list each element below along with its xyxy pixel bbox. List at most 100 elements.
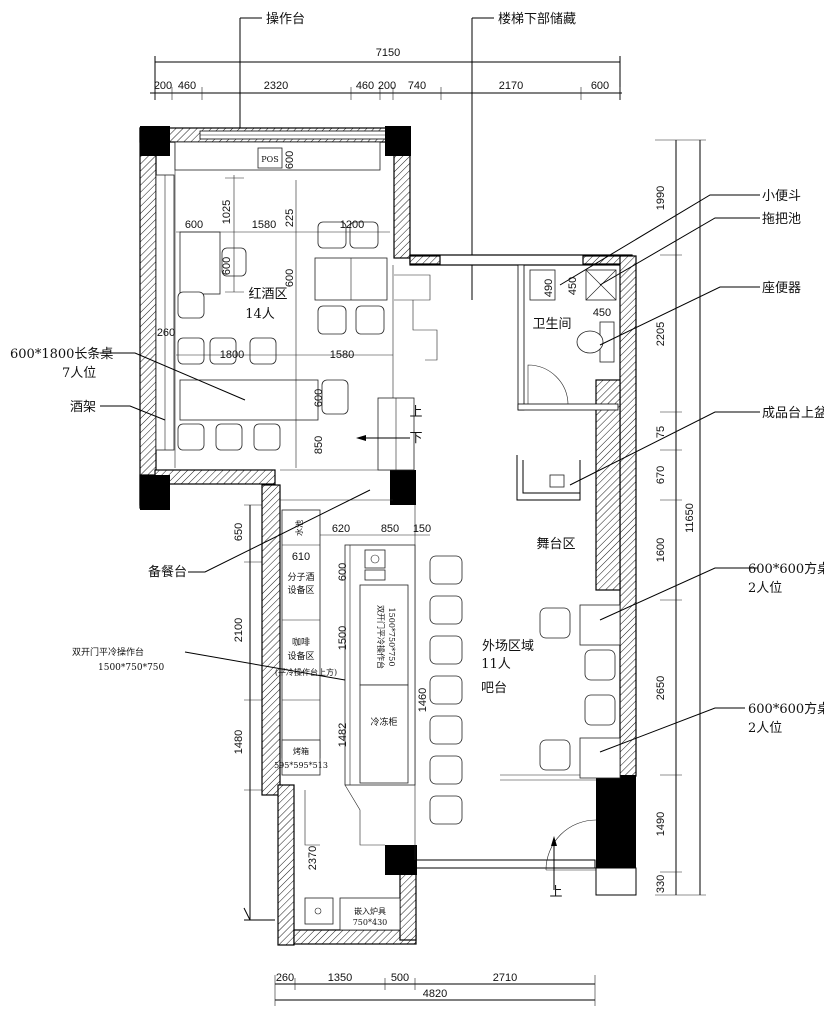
right-dimensions: 1990 2205 75 670 1600 2650 1490 330 1165… [655,139,706,896]
dim-inner: 610 [292,551,310,563]
room-bar: 吧台 [481,681,507,696]
long-table-label: 600*1800长条桌 [10,346,113,362]
dim-inner: 1580 [330,349,354,361]
dim-top-seg: 2320 [264,80,288,92]
oven-label: 595*595*513 [274,761,328,770]
square-table-label: 2人位 [748,581,782,596]
dim-left-seg: 1480 [233,730,245,754]
room-labels: 红酒区 14人 卫生间 舞台区 外场区域 11人 吧台 上 下 上 [245,286,575,900]
stair-up: 上 [409,405,422,420]
dim-bottom-seg: 260 [276,972,294,984]
top-dimensions: 7150 200 460 2320 460 200 740 2170 600 [150,47,622,100]
dim-inner: 850 [381,523,399,535]
dim-inner: 150 [413,523,431,535]
dim-bottom-seg: 1350 [328,972,352,984]
left-dimensions: 650 2100 1480 [233,504,275,921]
dim-left-seg: 2100 [233,618,245,642]
room-restroom: 卫生间 [532,317,571,332]
dim-inner: 850 [313,436,325,454]
under-stair-storage-label: 楼梯下部储藏 [498,12,576,27]
cooker-label: 750*430 [353,918,388,927]
coffee-label: (平冷操作台上方) [275,667,337,677]
square-table-label: 600*600方桌 [748,701,824,717]
dim-inner: 600 [221,257,233,275]
dim-right-seg: 1990 [655,186,667,210]
urinal-label: 小便斗 [762,189,801,204]
entry-up: 上 [549,885,562,900]
cooker-label: 嵌入炉具 [354,906,386,916]
dim-right-total: 11650 [684,503,696,533]
dim-right-seg: 2205 [655,322,667,346]
oven-label: 烤箱 [293,746,309,756]
equipment-labels: POS 水池 分子酒 设备区 咖啡 设备区 (平冷操作台上方) 双开门平冷操作台… [261,155,397,927]
dim-inner: 600 [284,269,296,287]
dim-top-seg: 460 [178,80,196,92]
dim-inner: 260 [157,327,175,339]
dim-top-seg: 460 [356,80,374,92]
sink-label: 水池 [294,520,304,536]
basin-label: 成品台上盆 [762,406,824,421]
table [179,231,221,295]
dim-top-seg: 740 [408,80,426,92]
coffee-label: 咖啡 [292,636,310,648]
freezer-label: 冷冻柜 [370,716,397,728]
console-label: 操作台 [266,11,305,27]
stair-down: 下 [409,431,422,446]
dim-inner: 1580 [252,219,276,231]
room-outdoor: 外场区域 [482,639,534,654]
bottom-dimensions: 260 1350 500 2710 4820 [274,972,596,1006]
toilet-label: 座便器 [762,281,801,296]
bar-furniture [429,555,621,825]
room-red-wine: 红酒区 [248,286,287,302]
dim-right-seg: 330 [655,875,667,893]
dim-inner: 1482 [337,723,349,747]
dim-inner: 1025 [221,200,233,224]
room-outdoor-capacity: 11人 [481,657,511,672]
room-red-wine-capacity: 14人 [245,307,275,322]
dim-top-seg: 2170 [499,80,523,92]
inner-dimensions: 1025 600 1580 225 1200 600 600 600 260 1… [157,151,611,870]
dim-inner: 600 [185,219,203,231]
dim-inner: 490 [543,279,555,297]
chair-group [177,221,385,451]
fridge-vert-label: 1500*750*750 [387,608,396,667]
molecular-label: 设备区 [287,584,314,596]
fridge-vert-label: 双开门平冷操作台 [376,605,386,669]
dim-inner: 450 [567,277,579,295]
dim-right-seg: 75 [655,426,667,438]
room-stage: 舞台区 [536,537,575,552]
dim-left-seg: 650 [233,523,245,541]
interior-lines [155,141,617,931]
fridge-station-label: 双开门平冷操作台 [72,646,144,658]
dim-right-seg: 670 [655,466,667,484]
dim-inner: 600 [313,389,325,407]
dim-right-seg: 1600 [655,538,667,562]
dim-top-seg: 600 [591,80,609,92]
dim-inner: 600 [284,151,296,169]
mop-sink-label: 拖把池 [762,212,801,227]
long-table-label: 7人位 [62,366,96,381]
dim-bottom-total: 4820 [423,988,447,1000]
dim-inner: 1500 [337,626,349,650]
dim-inner: 2370 [307,846,319,870]
dim-inner: 600 [337,563,349,581]
dim-inner: 450 [593,307,611,319]
pos-label: POS [261,155,278,164]
left-callouts: 600*1800长条桌 7人位 酒架 备餐台 双开门平冷操作台 1500*750… [10,346,371,681]
molecular-label: 分子酒 [287,572,314,583]
dim-bottom-seg: 2710 [493,972,517,984]
long-table [179,379,319,421]
coffee-label: 设备区 [287,650,314,662]
dim-top-seg: 200 [154,80,172,92]
dim-bottom-seg: 500 [391,972,409,984]
dim-right-seg: 1490 [655,812,667,836]
square-table-label: 2人位 [748,721,782,736]
fridge-station-label: 1500*750*750 [98,663,165,673]
dim-inner: 225 [284,209,296,227]
dim-top-seg: 200 [378,80,396,92]
dim-inner: 1460 [417,688,429,712]
dim-inner: 1200 [340,219,364,231]
red-wine-furniture [177,221,388,451]
prep-station-label: 备餐台 [148,564,187,580]
